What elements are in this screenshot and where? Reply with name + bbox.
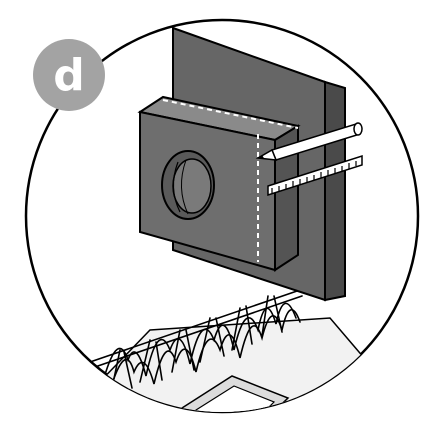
wire-mesh-reinforcement [89,289,303,389]
step-badge-circle [33,39,105,111]
step-badge: d [33,39,105,111]
pencil-icon [255,122,363,161]
square-box-with-hole [137,95,301,272]
measuring-tape-icon [267,154,363,197]
step-label: d [53,50,85,101]
